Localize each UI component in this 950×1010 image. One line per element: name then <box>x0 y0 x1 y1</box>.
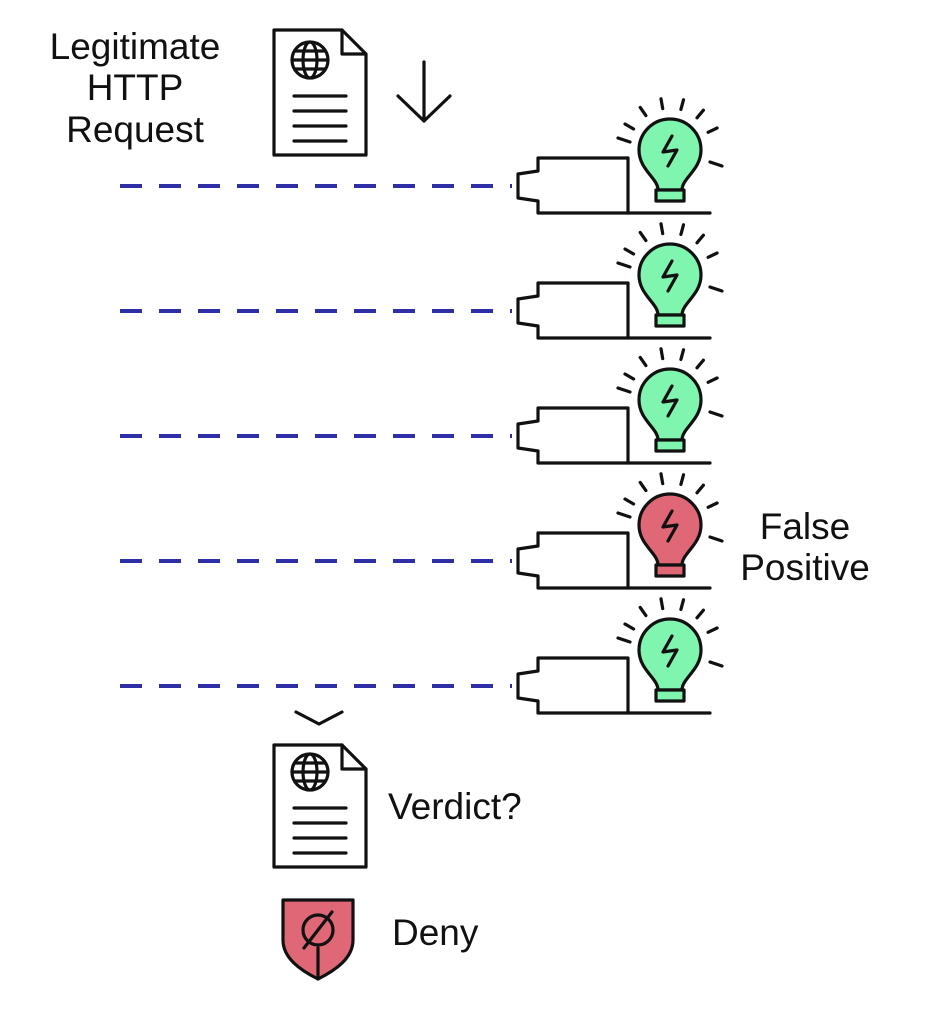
light-bulb-icon <box>637 617 703 703</box>
camera-sensor-icon <box>516 531 712 590</box>
request-label: Legitimate HTTP Request <box>20 26 250 150</box>
deny-label: Deny <box>392 912 479 953</box>
verdict-label: Verdict? <box>388 786 522 827</box>
request-label-line-3: Request <box>66 108 204 150</box>
request-label-line-2: HTTP <box>86 67 184 109</box>
false-positive-label-line-1: False <box>759 506 851 547</box>
camera-sensor-icon <box>516 406 712 465</box>
light-bulb-icon <box>637 492 703 578</box>
glow-rays <box>616 347 724 418</box>
lightning-icon <box>661 134 679 168</box>
glow-rays <box>616 222 724 293</box>
verdict-document-icon <box>272 743 368 869</box>
false-positive-label-line-2: Positive <box>740 547 870 589</box>
lightning-icon <box>661 384 679 418</box>
lightning-icon <box>661 259 679 293</box>
light-bulb-icon <box>637 367 703 453</box>
rule-row <box>120 597 724 715</box>
globe-icon <box>290 40 330 80</box>
glow-rays <box>616 472 724 543</box>
glow-rays <box>616 597 724 668</box>
shield-deny-icon <box>281 898 355 981</box>
camera-sensor-icon <box>516 656 712 715</box>
false-positive-label: False Positive <box>720 506 890 589</box>
rule-row <box>120 472 724 590</box>
rule-row <box>120 97 724 215</box>
rule-row <box>120 222 724 340</box>
camera-sensor-icon <box>516 281 712 340</box>
camera-sensor-icon <box>516 156 712 215</box>
light-bulb-icon <box>637 117 703 203</box>
glow-rays <box>616 97 724 168</box>
lightning-icon <box>661 634 679 668</box>
request-document-icon <box>272 28 368 157</box>
rule-rows <box>120 97 724 715</box>
lightning-icon <box>661 509 679 543</box>
flow-arrow-head-icon <box>294 710 344 726</box>
rule-row <box>120 347 724 465</box>
request-label-line-1: Legitimate <box>49 26 221 67</box>
light-bulb-icon <box>637 242 703 328</box>
globe-icon <box>290 752 330 792</box>
down-arrow-icon <box>396 60 452 123</box>
